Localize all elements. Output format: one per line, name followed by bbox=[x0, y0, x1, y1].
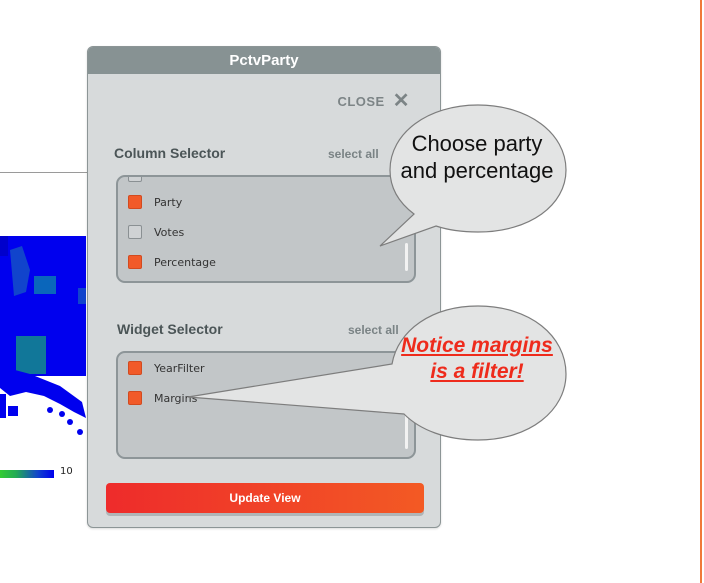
callout-text-widget: Notice margins is a filter! bbox=[401, 334, 553, 383]
checkbox[interactable] bbox=[128, 255, 142, 269]
column-item-label: Percentage bbox=[154, 255, 216, 269]
column-list-scrollbar[interactable] bbox=[405, 243, 408, 271]
pctvparty-dialog: PctvParty CLOSE ✕ Column Selector select… bbox=[87, 46, 441, 528]
column-item-votes[interactable]: Votes bbox=[128, 225, 184, 239]
callout-text-column: Choose party and percentage bbox=[400, 131, 554, 183]
widget-list-scrollbar[interactable] bbox=[405, 413, 408, 449]
column-select-all[interactable]: select all bbox=[328, 147, 379, 161]
close-label: CLOSE bbox=[337, 93, 385, 109]
widget-selector-title: Widget Selector bbox=[117, 321, 223, 337]
widget-item-label: YearFilter bbox=[154, 361, 205, 375]
choropleth-map bbox=[0, 236, 86, 435]
widget-item-yearfilter[interactable]: YearFilter bbox=[128, 361, 205, 375]
widget-item-label: Margins bbox=[154, 391, 198, 405]
dialog-title: PctvParty bbox=[88, 47, 440, 74]
widget-item-margins[interactable]: Margins bbox=[128, 391, 197, 405]
checkbox[interactable] bbox=[128, 195, 142, 209]
checkbox[interactable] bbox=[128, 225, 142, 239]
legend-color-bar bbox=[0, 470, 54, 478]
column-selector-title: Column Selector bbox=[114, 145, 226, 161]
column-item-label: Votes bbox=[154, 225, 185, 239]
column-item-party[interactable]: Party bbox=[128, 195, 182, 209]
column-item-percentage[interactable]: Percentage bbox=[128, 255, 216, 269]
column-item-label: Party bbox=[154, 195, 183, 209]
checkbox[interactable] bbox=[128, 361, 142, 375]
legend-max-label: 10 bbox=[60, 466, 73, 477]
right-border-line bbox=[700, 0, 702, 583]
widget-select-all[interactable]: select all bbox=[348, 323, 399, 337]
checkbox-partial bbox=[128, 177, 142, 182]
map-frame-line bbox=[0, 172, 90, 173]
close-button[interactable]: CLOSE ✕ bbox=[337, 90, 410, 112]
map-area: 10 bbox=[0, 172, 90, 492]
close-x-icon: ✕ bbox=[392, 90, 410, 112]
checkbox[interactable] bbox=[128, 391, 142, 405]
update-view-button[interactable]: Update View bbox=[106, 483, 424, 513]
